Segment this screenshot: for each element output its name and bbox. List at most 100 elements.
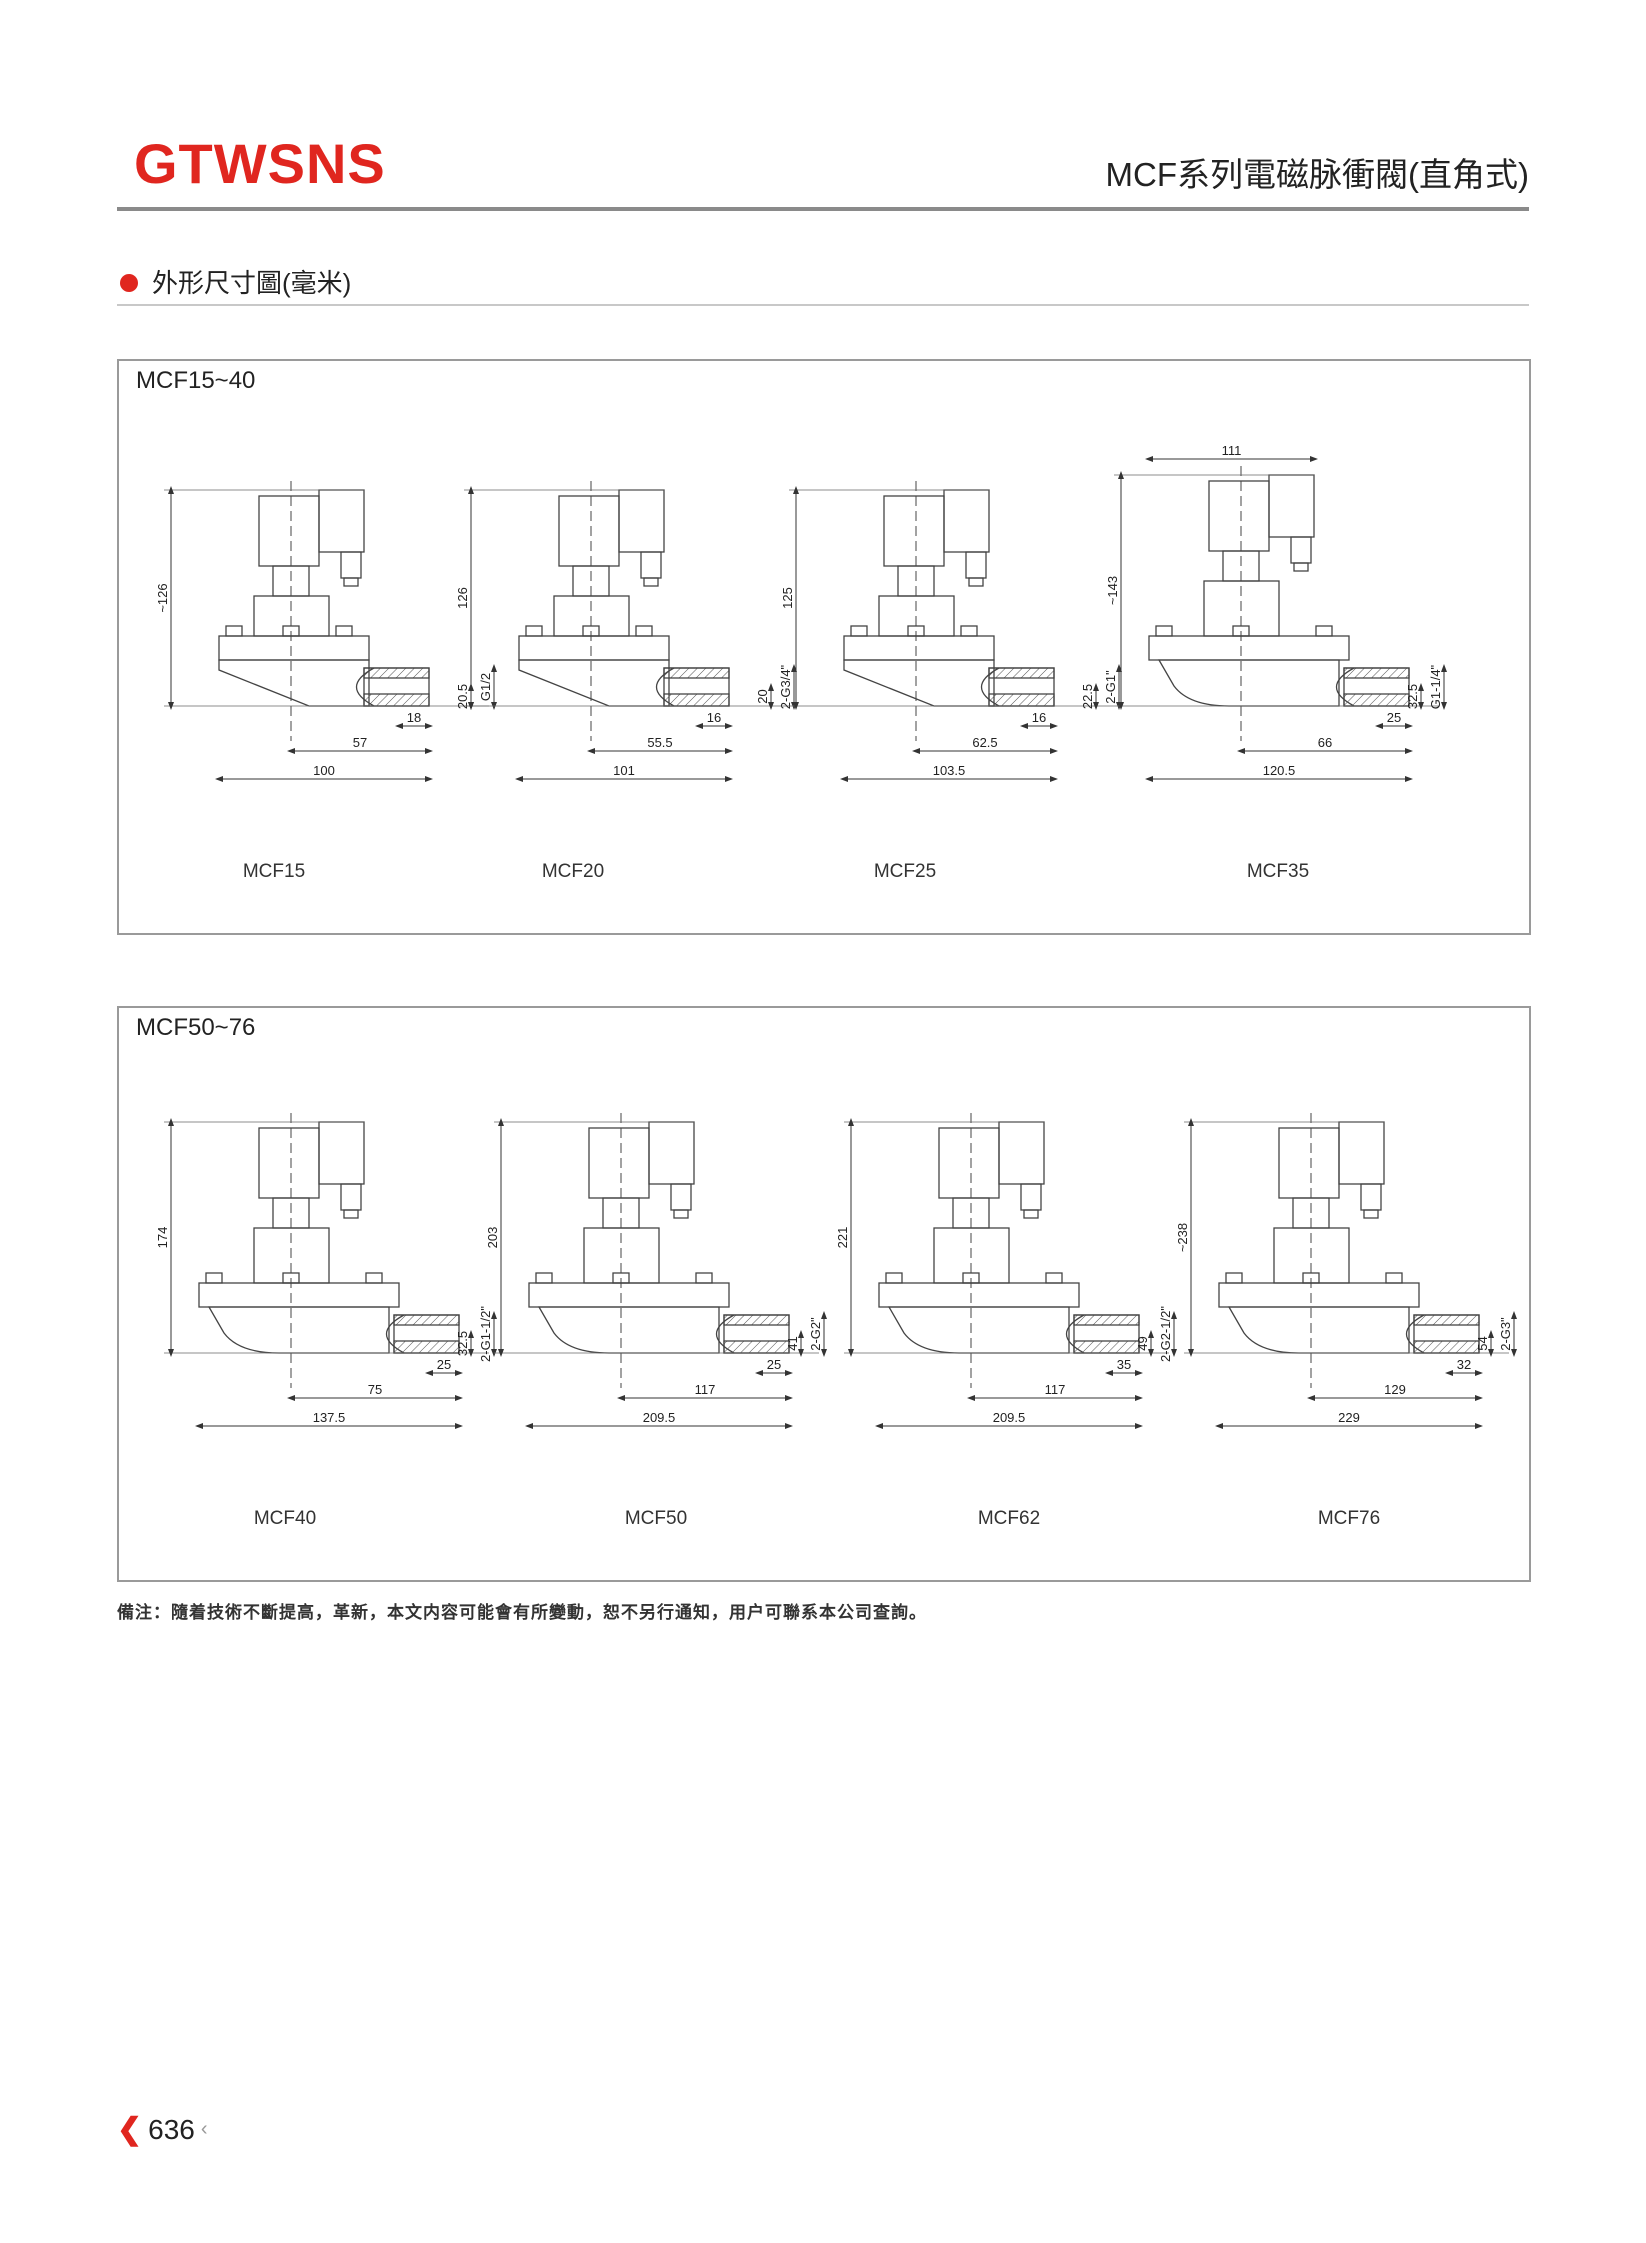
outlet-port-wall xyxy=(1343,667,1410,679)
cover-flange xyxy=(198,1282,400,1308)
bolt-head xyxy=(535,1272,553,1284)
valve-model-label: MCF50 xyxy=(624,1508,688,1529)
connector-housing xyxy=(618,489,665,553)
solenoid-coil xyxy=(588,1127,650,1199)
valve-outline xyxy=(843,489,1055,707)
section-title: 外形尺寸圖(毫米) xyxy=(152,268,352,298)
bolt-head xyxy=(335,625,353,637)
top-width-dimension: 111 xyxy=(1222,443,1242,458)
bolt-head xyxy=(365,1272,383,1284)
valve-model-label: MCF25 xyxy=(873,861,937,882)
bolt-head xyxy=(1315,625,1333,637)
valve-body xyxy=(1227,1306,1410,1354)
outlet-port-wall xyxy=(1073,1340,1140,1354)
solenoid-coil xyxy=(883,495,945,567)
valve-body xyxy=(843,659,995,707)
cover-flange xyxy=(528,1282,730,1308)
height-dimension: 221 xyxy=(835,1227,850,1249)
bolt-head xyxy=(1385,1272,1403,1284)
cable-gland xyxy=(965,551,987,579)
panel-title: MCF50~76 xyxy=(136,1014,256,1041)
port-thread-dimension: 2-G3" xyxy=(1498,1317,1513,1351)
overall-length-dimension: 120.5 xyxy=(1263,763,1296,778)
bolt-head xyxy=(850,625,868,637)
cover-flange xyxy=(218,635,370,661)
port-centre-height-dimension: 54 xyxy=(1475,1336,1490,1350)
connector-housing xyxy=(648,1121,695,1185)
bolt-head xyxy=(695,1272,713,1284)
cable-gland-nut xyxy=(1023,1209,1039,1219)
valve-outline xyxy=(528,1121,790,1354)
port-centre-height-dimension: 49 xyxy=(1135,1336,1150,1350)
cable-gland xyxy=(340,1183,362,1211)
centre-to-port-dimension: 55.5 xyxy=(647,735,672,750)
page-number-text: 636 xyxy=(148,2113,195,2145)
height-dimension: 125 xyxy=(780,587,795,609)
cable-gland xyxy=(640,551,662,579)
thread-length-dimension: 25 xyxy=(767,1357,781,1372)
valve-outline xyxy=(878,1121,1140,1354)
cable-gland xyxy=(1290,536,1312,564)
port-thread-dimension: 2-G1" xyxy=(1103,670,1118,704)
solenoid-coil xyxy=(258,495,320,567)
port-curve xyxy=(1066,1314,1085,1354)
overall-length-dimension: 100 xyxy=(313,763,335,778)
cover-flange xyxy=(1148,635,1350,661)
port-thread-dimension: G1/2 xyxy=(478,673,493,701)
centre-to-port-dimension: 75 xyxy=(368,1382,382,1397)
header-divider xyxy=(117,207,1529,211)
cable-gland-nut xyxy=(1363,1209,1379,1219)
centre-to-port-dimension: 117 xyxy=(1045,1382,1066,1397)
solenoid-coil xyxy=(938,1127,1000,1199)
overall-length-dimension: 209.5 xyxy=(643,1410,676,1425)
valve-model-label: MCF76 xyxy=(1317,1508,1381,1529)
overall-length-dimension: 137.5 xyxy=(313,1410,346,1425)
valve-model-label: MCF35 xyxy=(1246,861,1310,882)
cable-gland xyxy=(1360,1183,1382,1211)
height-dimension: ~126 xyxy=(155,583,170,612)
centre-to-port-dimension: 129 xyxy=(1384,1382,1406,1397)
cable-gland-nut xyxy=(343,577,359,587)
bolt-head xyxy=(1155,625,1173,637)
outlet-port-wall xyxy=(1343,693,1410,707)
valve-body xyxy=(218,659,370,707)
thread-length-dimension: 16 xyxy=(1032,710,1046,725)
port-curve xyxy=(716,1314,735,1354)
port-thread-dimension: 2-G2-1/2" xyxy=(1158,1306,1173,1362)
centre-to-port-dimension: 117 xyxy=(695,1382,716,1397)
outlet-port-wall xyxy=(1413,1314,1480,1326)
cable-gland xyxy=(1020,1183,1042,1211)
overall-length-dimension: 209.5 xyxy=(993,1410,1026,1425)
port-curve xyxy=(386,1314,405,1354)
bolt-head xyxy=(885,1272,903,1284)
panel-title: MCF15~40 xyxy=(136,367,256,394)
outlet-port-wall xyxy=(393,1314,460,1326)
centre-to-port-dimension: 66 xyxy=(1318,735,1332,750)
port-curve xyxy=(656,667,675,707)
cover-flange xyxy=(878,1282,1080,1308)
disclaimer-note: 備注：隨着技術不斷提高，革新，本文内容可能會有所變動，恕不另行通知，用户可聯系本… xyxy=(117,1603,927,1622)
thread-length-dimension: 32 xyxy=(1457,1357,1471,1372)
thread-length-dimension: 18 xyxy=(407,710,421,725)
connector-housing xyxy=(998,1121,1045,1185)
cable-gland-nut xyxy=(343,1209,359,1219)
solenoid-coil xyxy=(1208,480,1270,552)
thread-length-dimension: 16 xyxy=(707,710,721,725)
height-dimension: ~238 xyxy=(1175,1223,1190,1252)
chevron-left-small-icon: ‹ xyxy=(200,2118,208,2140)
centre-to-port-dimension: 57 xyxy=(353,735,367,750)
height-dimension: 126 xyxy=(455,587,470,609)
outlet-port-wall xyxy=(988,693,1055,707)
valve-model-label: MCF62 xyxy=(977,1508,1041,1529)
section-divider xyxy=(117,304,1529,306)
valve-outline xyxy=(198,1121,460,1354)
section-heading: 外形尺寸圖(毫米) xyxy=(120,270,351,296)
